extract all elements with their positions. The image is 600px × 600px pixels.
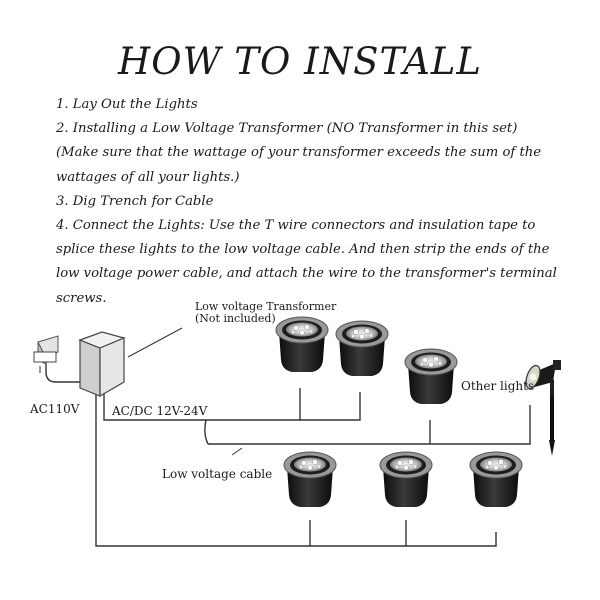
install-steps: 1. Lay Out the Lights 2. Installing a Lo… xyxy=(56,93,576,311)
wires xyxy=(45,327,531,547)
spike-spotlight-icon xyxy=(525,360,561,456)
transformer-icon xyxy=(78,331,126,398)
output-cable-bottom xyxy=(95,390,497,547)
ground-light-icon xyxy=(404,348,458,405)
output-voltage-label: AC/DC 12V-24V xyxy=(112,404,208,418)
cable-bend xyxy=(204,419,209,445)
page-title: HOW TO INSTALL xyxy=(117,40,483,83)
other-lights-label: Other lights xyxy=(461,379,535,393)
step-line: (Make sure that the wattage of your tran… xyxy=(56,145,542,161)
step-line: 2. Installing a Low Voltage Transformer … xyxy=(56,121,518,137)
wall-outlet-icon xyxy=(33,335,59,373)
input-voltage-label: AC110V xyxy=(30,402,80,416)
ground-light-icon xyxy=(275,316,329,373)
low-voltage-cable-run xyxy=(208,405,531,445)
step-line: 4. Connect the Lights: Use the T wire co… xyxy=(56,218,536,234)
transformer-note: (Not included) xyxy=(195,312,276,325)
step-line: splice these lights to the low voltage c… xyxy=(56,242,550,258)
splice-upper-2 xyxy=(300,392,361,421)
plug-cable xyxy=(45,362,80,383)
transformer-label: Low voltage Transformer xyxy=(195,300,337,313)
step-line: screws. xyxy=(56,290,107,306)
ground-light-icon xyxy=(379,451,433,508)
ground-light-icon xyxy=(283,451,337,508)
step-line: wattages of all your lights.) xyxy=(56,169,240,185)
ground-light-icon xyxy=(469,451,523,508)
cable-leader xyxy=(231,447,243,456)
cable-label: Low voltage cable xyxy=(162,467,273,481)
step-line: 1. Lay Out the Lights xyxy=(56,97,198,112)
transformer-leader xyxy=(127,327,183,358)
step-line: 3. Dig Trench for Cable xyxy=(56,193,214,209)
step-line: low voltage power cable, and attach the … xyxy=(56,266,557,282)
output-cable-upper xyxy=(103,388,301,421)
ground-light-icon xyxy=(335,320,389,377)
